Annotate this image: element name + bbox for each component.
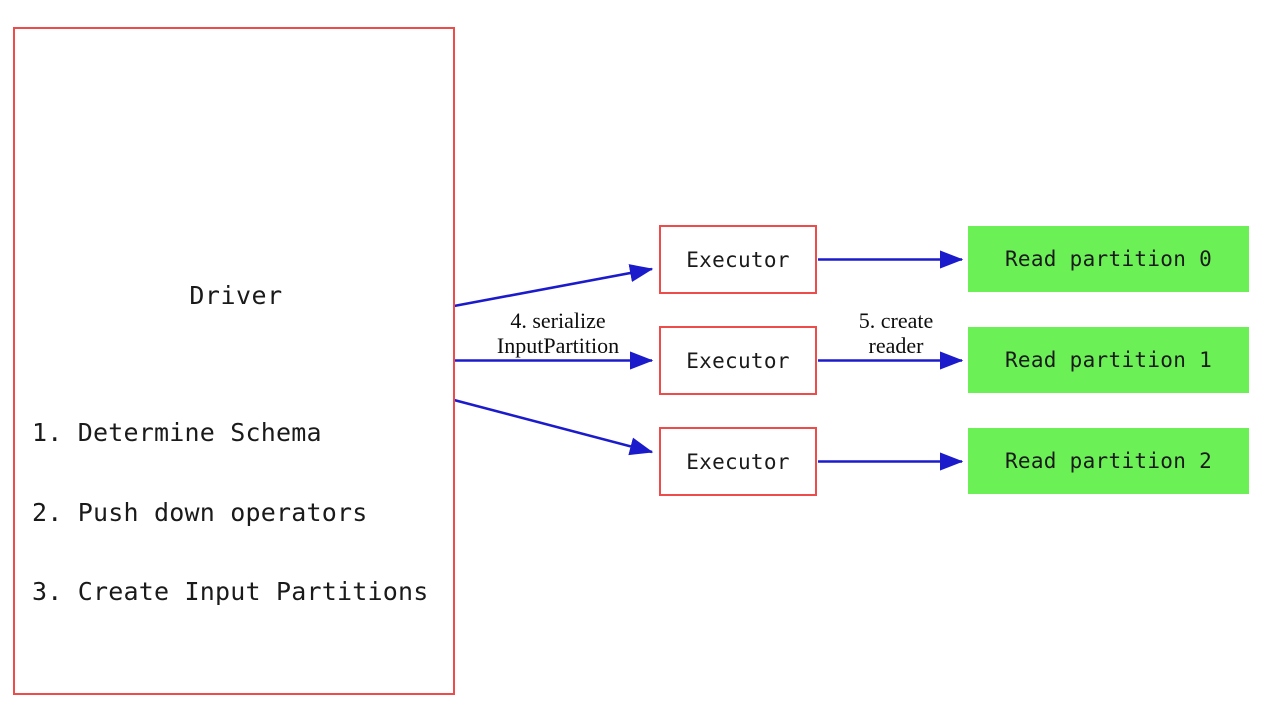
driver-title: Driver [189, 281, 283, 310]
driver-node: Driver 1. Determine Schema 2. Push down … [13, 27, 455, 695]
driver-steps-list: 1. Determine Schema 2. Push down operato… [32, 367, 429, 659]
partition-node-2: Read partition 2 [968, 428, 1249, 494]
arrow-driver-to-executor-0 [453, 264, 654, 308]
executor-node-1: Executor [659, 326, 817, 395]
driver-step-2: 2. Push down operators [32, 497, 368, 527]
partition-node-0: Read partition 0 [968, 226, 1249, 292]
edge-label-create-reader: 5. create reader [858, 308, 934, 358]
driver-step-3: 3. Create Input Partitions [32, 577, 429, 606]
executor-node-2: Executor [659, 427, 817, 496]
driver-step-1: 1. Determine Schema [32, 418, 322, 447]
arrow-driver-to-executor-2 [453, 398, 654, 456]
partition-node-1: Read partition 1 [968, 327, 1249, 393]
edge-label-serialize-input-partition: 4. serialize InputPartition [496, 308, 620, 358]
executor-node-0: Executor [659, 225, 817, 294]
